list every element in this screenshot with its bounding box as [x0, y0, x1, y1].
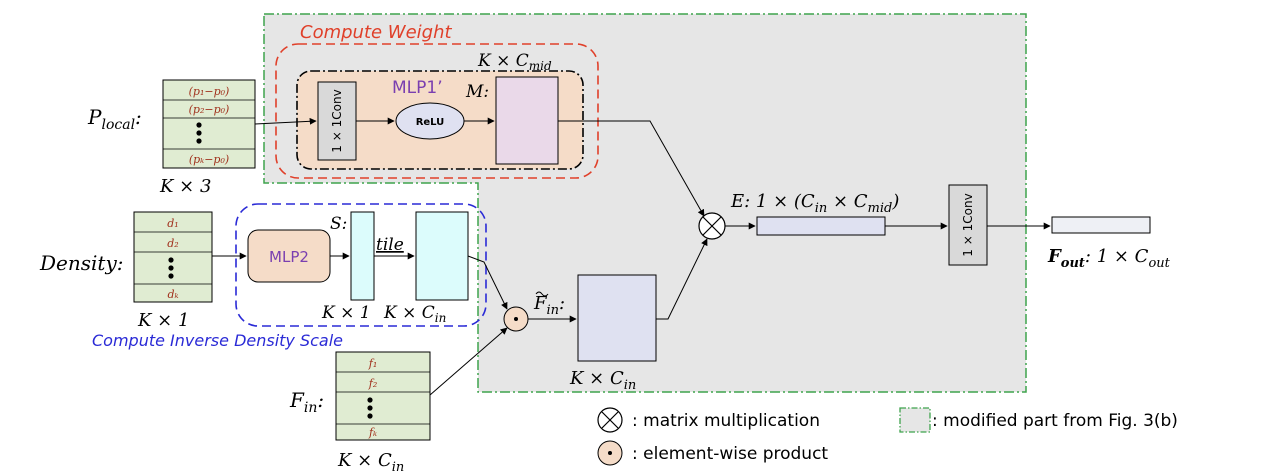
fout-vector [1051, 216, 1151, 234]
conv-label-2: 1 × 1Conv [961, 193, 975, 256]
s-vector [350, 211, 375, 301]
ellipsis-dot [196, 138, 202, 144]
ellipsis-dot [367, 405, 373, 411]
fin-tilde-dim: K × Cin [569, 368, 636, 393]
tiled-dim: K × Cin [383, 303, 446, 325]
fin-tilde-label: Fin: [533, 293, 565, 318]
arrow-plocal-to-conv [254, 117, 317, 125]
plocal-row-2: (p₂−p₀) [189, 103, 230, 116]
density-row-2: d₂ [167, 237, 178, 250]
density-table [133, 211, 213, 303]
s-dim: K × 1 [321, 303, 371, 323]
ellipsis-dot [168, 273, 174, 279]
ellipsis-dot [367, 397, 373, 403]
m-label: M: [465, 82, 489, 102]
fin-dim: K × Cin [337, 450, 404, 475]
fout-label: Fout: 1 × Cout [1047, 246, 1171, 271]
e-vector [756, 216, 886, 236]
mlp1-label: MLP1’ [392, 78, 443, 98]
element-wise-dot [514, 317, 518, 321]
compute-weight-region [275, 43, 599, 179]
inverse-density-region [235, 203, 487, 327]
s-label: S: [330, 214, 347, 234]
plocal-row-1: (p₁−p₀) [189, 85, 230, 98]
plocal-table [162, 79, 256, 169]
legend-element-wise-text: : element-wise product [632, 444, 828, 464]
ellipsis-dot [196, 130, 202, 136]
ellipsis-dot [196, 122, 202, 128]
legend-modified-swatch [899, 407, 931, 433]
fin-row-k: fₖ [368, 426, 377, 439]
tile-label: tile [376, 235, 404, 255]
arrow-fin-to-product [429, 327, 508, 396]
conv-block-2 [948, 184, 988, 266]
plocal-row-k: (pₖ−p₀) [189, 153, 229, 166]
fin-tilde-matrix [577, 274, 657, 362]
fin-table [335, 351, 431, 441]
inverse-density-label: Compute Inverse Density Scale [92, 331, 343, 350]
arrow-m-to-mult [558, 120, 705, 217]
e-label: E: 1 × (Cin × Cmid) [730, 191, 899, 216]
otimes-cross [601, 411, 619, 429]
mlp2-label: MLP2 [269, 248, 309, 266]
arrow-fin-tilde-to-mult [656, 238, 708, 320]
tilde-mark [535, 291, 549, 297]
ellipsis-dot [367, 413, 373, 419]
conv-label-1: 1 × 1Conv [330, 89, 344, 152]
arrow-tile-to-product [467, 255, 508, 310]
otimes-cross [702, 216, 722, 236]
fin-row-2: f₂ [368, 377, 377, 390]
ellipsis-dot [168, 257, 174, 263]
legend-matrix-mult-text: : matrix multiplication [632, 411, 820, 431]
legend-modified-text: : modified part from Fig. 3(b) [932, 411, 1178, 431]
plocal-dim: K × 3 [159, 176, 211, 197]
density-dim: K × 1 [137, 310, 189, 331]
m-dim: K × Cmid [477, 51, 552, 73]
density-row-1: d₁ [167, 217, 178, 230]
plocal-label: Plocal: [87, 105, 142, 133]
tiled-matrix [415, 211, 469, 301]
m-matrix [495, 76, 559, 165]
ellipsis-dot [168, 265, 174, 271]
conv-block-1 [317, 81, 357, 161]
relu-label: ReLU [416, 117, 445, 128]
density-row-k: dₖ [167, 288, 178, 301]
density-label: Density: [39, 251, 124, 275]
element-wise-dot [608, 451, 612, 455]
fin-row-1: f₁ [368, 357, 377, 370]
compute-weight-label: Compute Weight [300, 22, 453, 43]
fin-label: Fin: [289, 388, 324, 416]
